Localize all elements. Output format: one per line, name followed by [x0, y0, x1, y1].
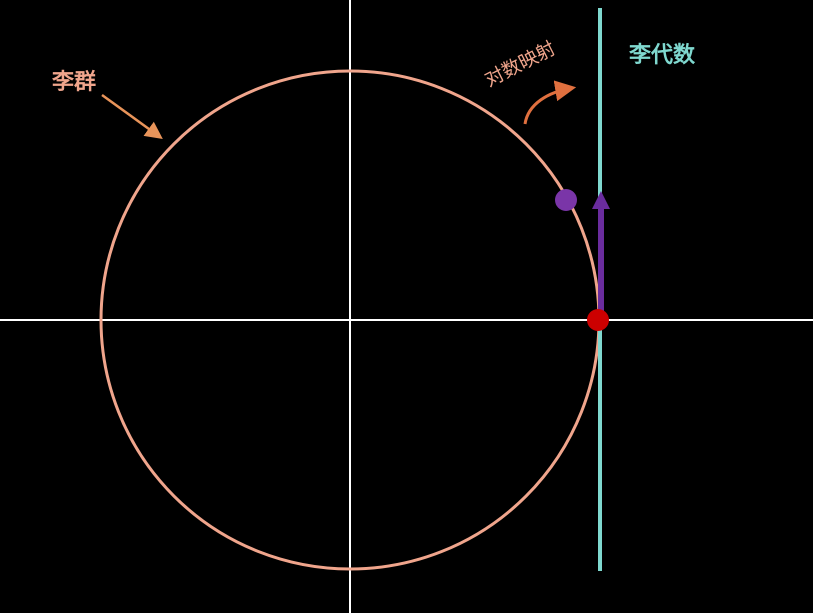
lie-algebra-label: 李代数 [628, 42, 696, 68]
identity-point [587, 309, 609, 331]
lie-group-label: 李群 [51, 69, 96, 95]
log-map-label: 对数映射 [481, 37, 559, 91]
lie-group-arrow [101, 93, 163, 140]
group-element-point [555, 189, 577, 211]
tangent-vector-arrowhead [592, 191, 610, 209]
log-map-arrow [523, 80, 577, 125]
